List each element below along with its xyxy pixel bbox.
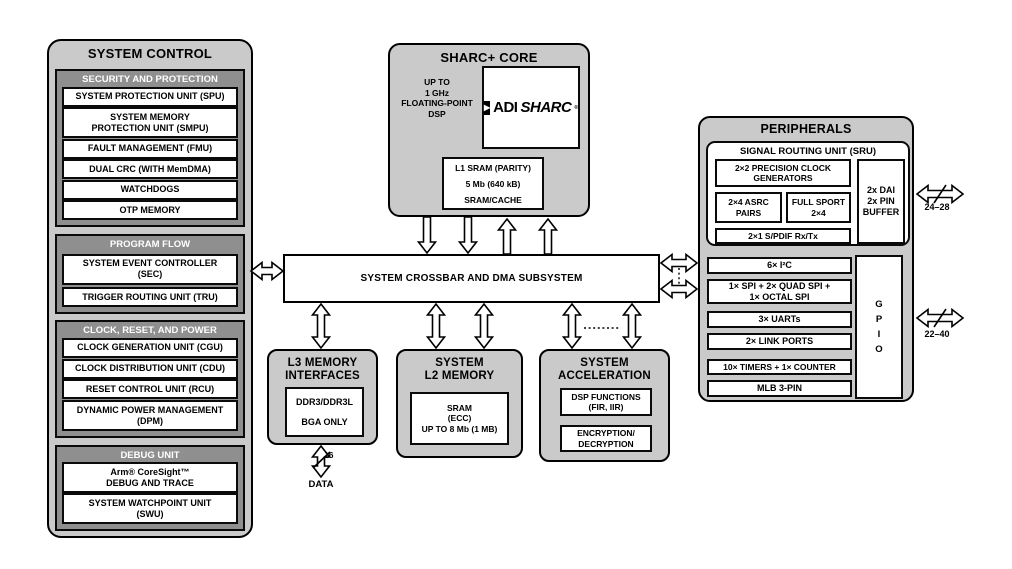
arrow-core-to-crossbar-1 (416, 216, 438, 255)
l2-memory-title: SYSTEM L2 MEMORY (424, 357, 495, 383)
precision-clock-generators-box: 2×2 PRECISION CLOCK GENERATORS (715, 159, 851, 187)
mlb-box: MLB 3-PIN (707, 380, 852, 397)
arrow-crossbar-peripherals-2 (659, 278, 699, 300)
arrow-gpio-pins (915, 307, 965, 329)
arrow-crossbar-l2-2 (473, 302, 495, 350)
group-header: DEBUG UNIT (120, 450, 180, 461)
arrow-dai-pins (915, 183, 965, 205)
arrow-crossbar-accel-2 (621, 302, 643, 350)
block-cgu: CLOCK GENERATION UNIT (CGU) (62, 337, 238, 358)
block-dual-crc: DUAL CRC (WITH MemDMA) (62, 159, 238, 179)
l3-memory-block: L3 MEMORY INTERFACES DDR3/DDR3L BGA ONLY (267, 349, 378, 445)
spi-box: 1× SPI + 2× QUAD SPI + 1× OCTAL SPI (707, 279, 852, 304)
timers-counter-box: 10× TIMERS + 1× COUNTER (707, 359, 852, 375)
system-control-title: SYSTEM CONTROL (87, 46, 213, 61)
bga-label: BGA ONLY (301, 416, 348, 427)
sharc-core-block: SHARC+ CORE UP TO 1 GHz FLOATING-POINT D… (388, 43, 590, 217)
block-fmu: FAULT MANAGEMENT (FMU) (62, 138, 238, 159)
block-watchdogs: WATCHDOGS (62, 179, 238, 200)
arrow-crossbar-l2-1 (425, 302, 447, 350)
block-swu: SYSTEM WATCHPOINT UNIT (SWU) (62, 493, 238, 524)
arrow-core-to-crossbar-2 (457, 216, 479, 255)
peripherals-block: PERIPHERALS SIGNAL ROUTING UNIT (SRU) 2×… (698, 116, 914, 402)
crossbar-label: SYSTEM CROSSBAR AND DMA SUBSYSTEM (360, 273, 583, 284)
group-header: SECURITY AND PROTECTION (82, 74, 218, 85)
acceleration-title: SYSTEM ACCELERATION (558, 357, 651, 383)
arrow-syscontrol-crossbar (249, 260, 285, 282)
data-bus-label: DATA (308, 479, 334, 490)
arrow-crossbar-to-core-1 (496, 217, 518, 255)
full-sport-box: FULL SPORT 2×4 (786, 192, 851, 223)
encryption-box: ENCRYPTION/ DECRYPTION (560, 425, 652, 452)
dai-pin-count-label: 24–28 (924, 202, 950, 212)
adi-triangle-icon: ▶ (483, 100, 491, 115)
ddr-label: DDR3/DDR3L (295, 396, 353, 407)
bus-slash-dai (933, 184, 947, 204)
l2-sram-box: SRAM (ECC) UP TO 8 Mb (1 MB) (410, 392, 509, 445)
group-program-flow: PROGRAM FLOW SYSTEM EVENT CONTROLLER (SE… (55, 234, 245, 314)
block-tru: TRIGGER ROUTING UNIT (TRU) (62, 287, 238, 307)
dai-pin-buffer-box: 2x DAI 2x PIN BUFFER (857, 159, 905, 244)
dsp-functions-box: DSP FUNCTIONS (FIR, IIR) (560, 388, 652, 416)
arrow-crossbar-accel-1 (561, 302, 583, 350)
sharc-logo-text: SHARC (520, 99, 572, 116)
gpio-pin-count-label: 22–40 (924, 329, 950, 339)
peripherals-title: PERIPHERALS (760, 122, 852, 136)
group-clock-reset-power: CLOCK, RESET, AND POWER CLOCK GENERATION… (55, 320, 245, 438)
bus-slash-gpio (933, 308, 947, 328)
arrow-crossbar-peripherals-1 (659, 252, 699, 274)
group-header: CLOCK, RESET, AND POWER (83, 325, 217, 336)
block-cdu: CLOCK DISTRIBUTION UNIT (CDU) (62, 358, 238, 379)
sru-title: SIGNAL ROUTING UNIT (SRU) (740, 146, 876, 157)
block-coresight: Arm® CoreSight™ DEBUG AND TRACE (62, 462, 238, 493)
block-sec: SYSTEM EVENT CONTROLLER (SEC) (62, 253, 238, 285)
arrow-crossbar-to-core-2 (537, 217, 559, 255)
block-dpm: DYNAMIC POWER MANAGEMENT (DPM) (62, 400, 238, 431)
block-spu: SYSTEM PROTECTION UNIT (SPU) (62, 86, 238, 107)
group-debug-unit: DEBUG UNIT Arm® CoreSight™ DEBUG AND TRA… (55, 445, 245, 531)
registered-mark: ® (574, 104, 579, 111)
group-security-protection: SECURITY AND PROTECTION SYSTEM PROTECTIO… (55, 69, 245, 227)
block-smpu: SYSTEM MEMORY PROTECTION UNIT (SMPU) (62, 107, 238, 138)
l3-memory-title: L3 MEMORY INTERFACES (285, 357, 360, 383)
block-otp-memory: OTP MEMORY (62, 200, 238, 220)
arrow-crossbar-l3 (310, 302, 332, 350)
core-spec-text: UP TO 1 GHz FLOATING-POINT DSP (401, 77, 473, 119)
group-header: PROGRAM FLOW (109, 239, 191, 250)
spdif-box: 2×1 S/PDIF Rx/Tx (715, 228, 851, 244)
bus-width-label: 16 (324, 450, 334, 460)
uarts-box: 3× UARTs (707, 311, 852, 328)
ddr-box: DDR3/DDR3L BGA ONLY (285, 387, 364, 437)
sharc-core-title: SHARC+ CORE (440, 50, 538, 65)
adi-logo-text: ADI (493, 99, 518, 116)
i2c-box: 6× I²C (707, 257, 852, 274)
block-rcu: RESET CONTROL UNIT (RCU) (62, 379, 238, 400)
system-crossbar-block: SYSTEM CROSSBAR AND DMA SUBSYSTEM (283, 254, 660, 303)
adi-sharc-logo: ▶ ADI SHARC ® (482, 66, 580, 149)
asrc-pairs-box: 2×4 ASRC PAIRS (715, 192, 782, 223)
link-ports-box: 2× LINK PORTS (707, 333, 852, 350)
gpio-box: G P I O (855, 255, 903, 399)
system-control-block: SYSTEM CONTROL SECURITY AND PROTECTION S… (47, 39, 253, 538)
system-acceleration-block: SYSTEM ACCELERATION DSP FUNCTIONS (FIR, … (539, 349, 670, 462)
l2-memory-block: SYSTEM L2 MEMORY SRAM (ECC) UP TO 8 Mb (… (396, 349, 523, 458)
l1-sram-box: L1 SRAM (PARITY) 5 Mb (640 kB) SRAM/CACH… (442, 157, 544, 210)
sru-block: SIGNAL ROUTING UNIT (SRU) 2×2 PRECISION … (706, 141, 910, 246)
